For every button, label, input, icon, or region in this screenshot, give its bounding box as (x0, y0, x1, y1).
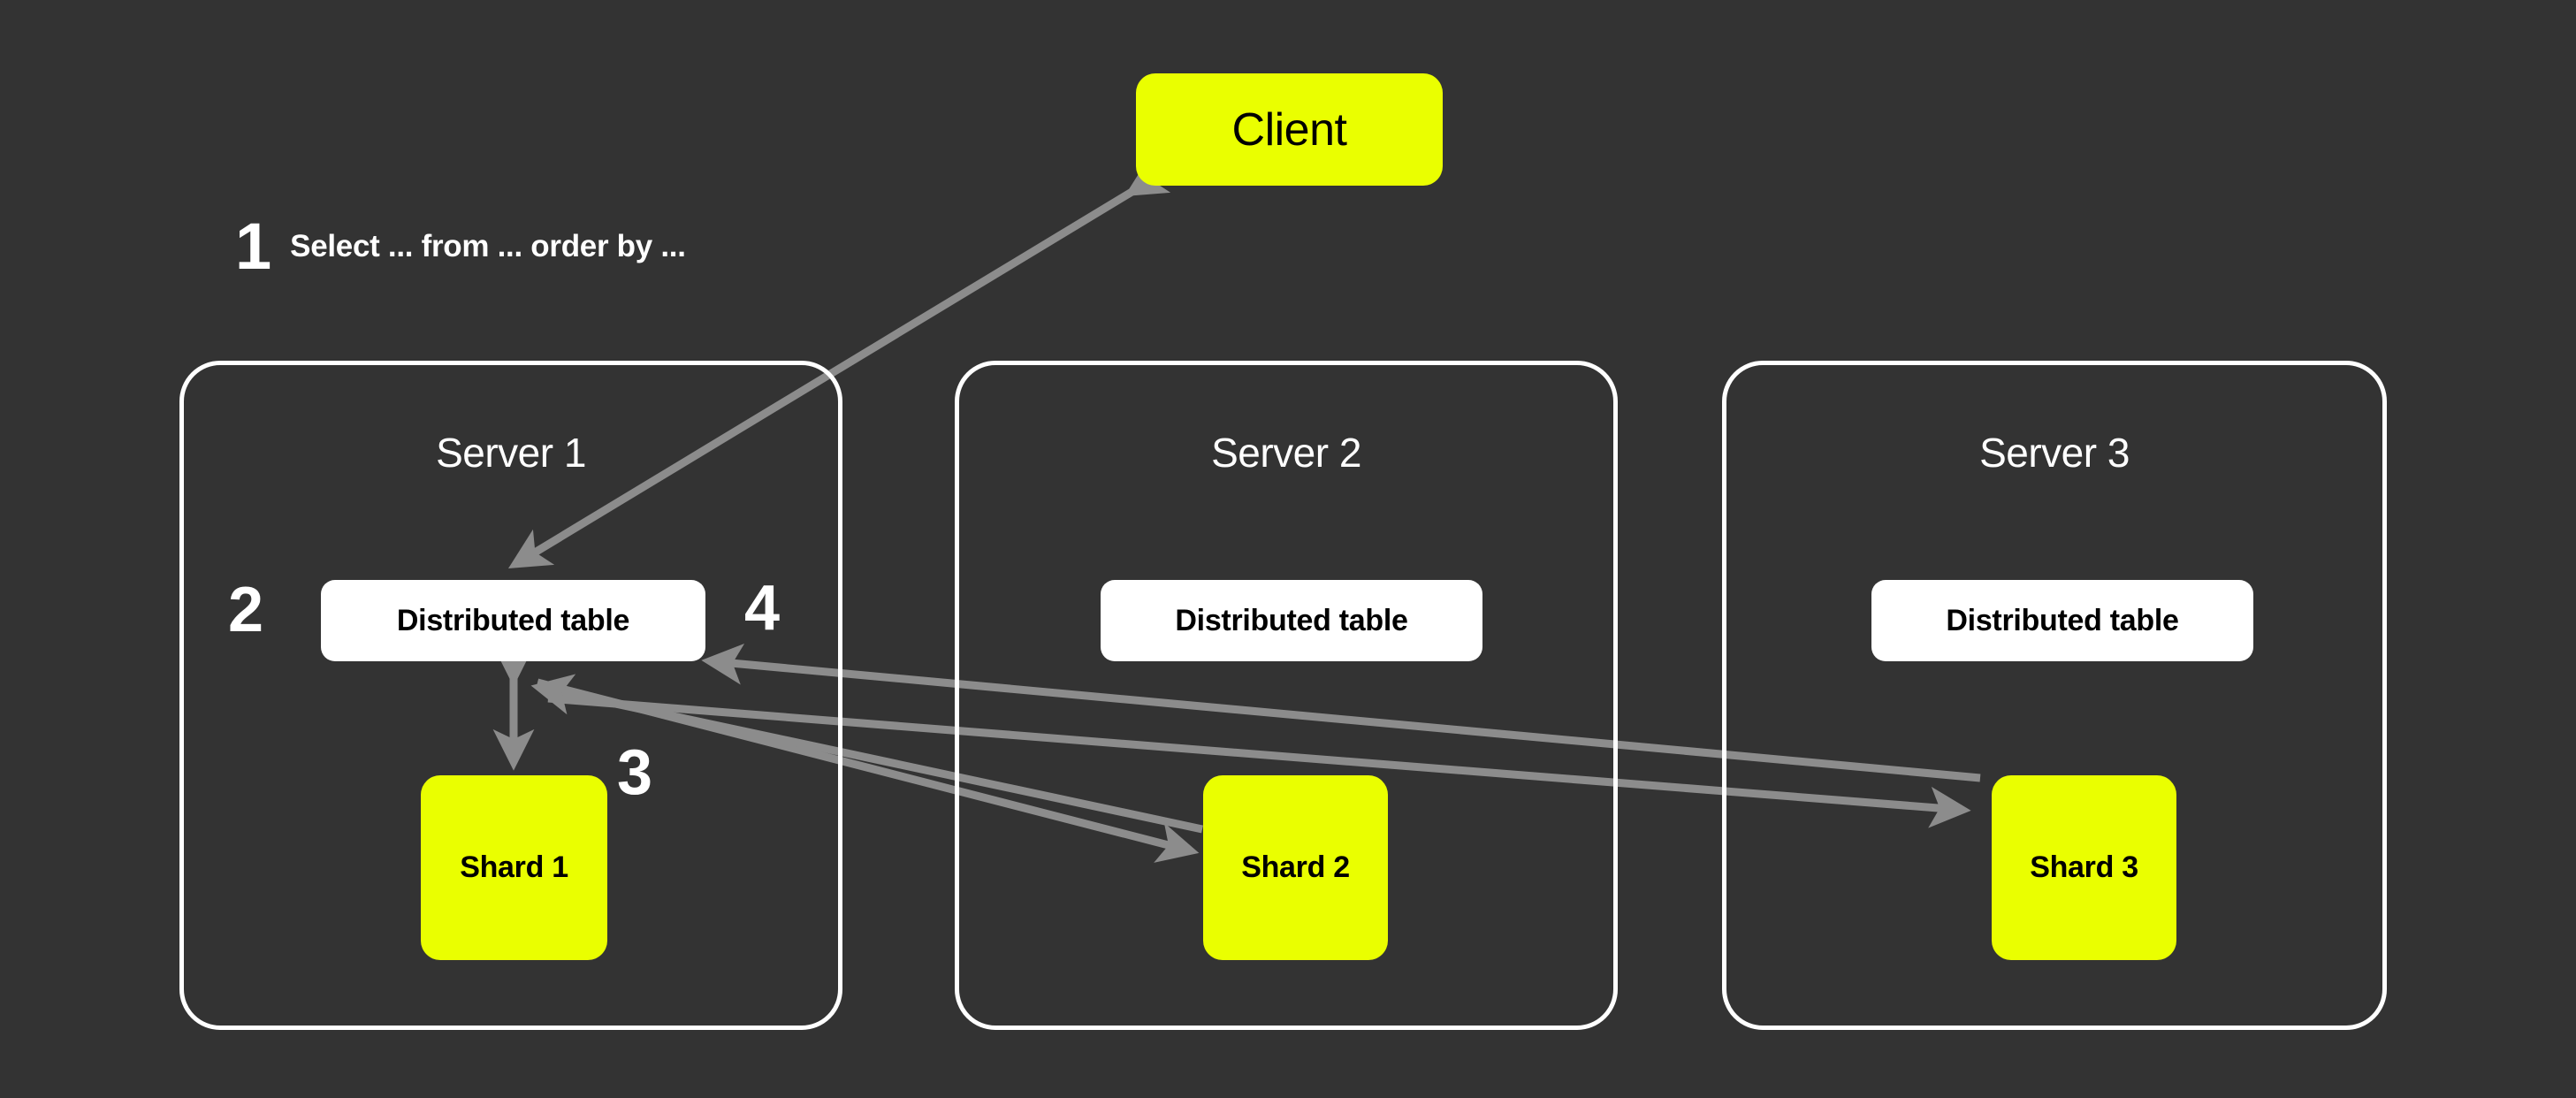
server-2-container[interactable]: Server 2 Distributed table Shard 2 (955, 361, 1618, 1030)
step-number-2: 2 (228, 575, 263, 645)
server-3-container[interactable]: Server 3 Distributed table Shard 3 (1722, 361, 2387, 1030)
query-text: Select ... from ... order by ... (290, 229, 686, 264)
server-3-title: Server 3 (1979, 430, 2130, 476)
step-number-1: 1 (235, 210, 271, 283)
client-label: Client (1231, 103, 1347, 156)
query-caption: 1 Select ... from ... order by ... (235, 210, 686, 283)
shard-1-label: Shard 1 (460, 850, 568, 884)
distributed-table-server-1[interactable]: Distributed table (321, 580, 705, 661)
distributed-table-server-3[interactable]: Distributed table (1871, 580, 2253, 661)
shard-2-node[interactable]: Shard 2 (1203, 775, 1388, 960)
server-1-container[interactable]: Server 1 Distributed table Shard 1 (179, 361, 842, 1030)
shard-3-label: Shard 3 (2030, 850, 2138, 884)
server-1-title: Server 1 (436, 430, 586, 476)
shard-2-label: Shard 2 (1241, 850, 1350, 884)
distributed-table-label: Distributed table (1946, 603, 2179, 637)
step-number-3: 3 (617, 737, 652, 808)
distributed-table-server-2[interactable]: Distributed table (1101, 580, 1482, 661)
server-2-title: Server 2 (1211, 430, 1361, 476)
distributed-table-label: Distributed table (1175, 603, 1408, 637)
distributed-table-label: Distributed table (396, 603, 630, 637)
shard-3-node[interactable]: Shard 3 (1992, 775, 2176, 960)
shard-1-node[interactable]: Shard 1 (421, 775, 607, 960)
client-node[interactable]: Client (1136, 73, 1443, 186)
step-number-4: 4 (744, 573, 780, 644)
